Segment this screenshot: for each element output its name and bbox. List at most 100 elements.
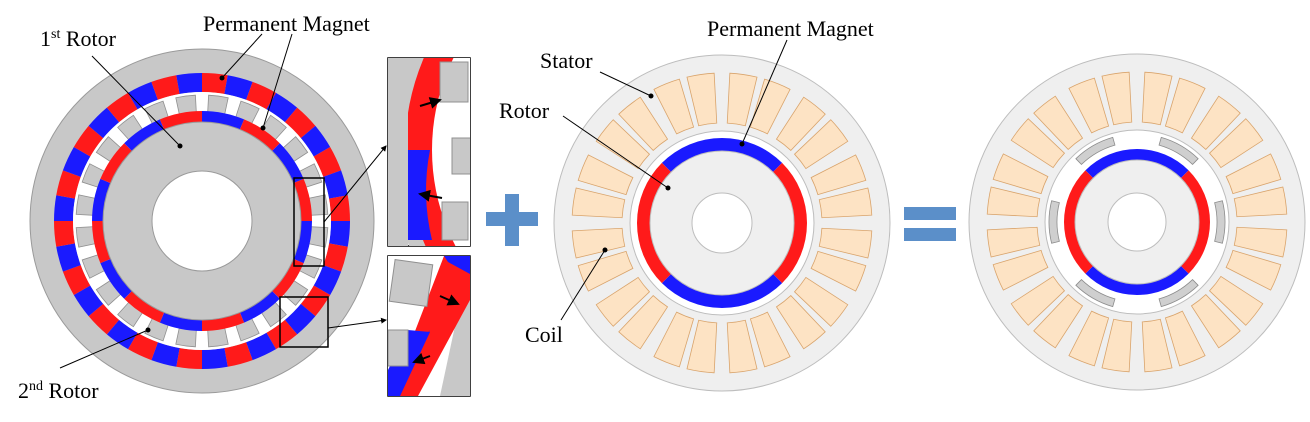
inner-magnet-segment: [92, 221, 111, 264]
coil-half: [793, 119, 849, 170]
coil-half: [686, 319, 718, 374]
single-rotor-machine: Stator Rotor Permanent Magnet Coil: [499, 16, 891, 392]
leader-pm-left-a: [221, 33, 263, 79]
coil-half: [793, 276, 849, 327]
leader-dot-pm-a: [219, 75, 225, 81]
plus-operator: [486, 194, 538, 246]
inner-magnet-segment: [92, 178, 111, 221]
leader-rotor1: [91, 55, 181, 147]
coil-half: [775, 96, 826, 152]
outer-magnet-ring: [54, 73, 350, 369]
leader-dot-stator: [648, 93, 654, 99]
outer-magnet-segment: [151, 75, 180, 100]
inner-magnet-segment: [159, 312, 202, 331]
inner-magnet-segment: [100, 258, 132, 299]
rotor-magnet-pole: [772, 162, 807, 284]
outer-magnet-segment: [323, 170, 348, 199]
coil-half: [1208, 118, 1264, 169]
inner-magnet-segment: [159, 111, 202, 130]
label-rotor: Rotor: [499, 98, 550, 123]
zoom-leader-upper: [323, 145, 387, 223]
outer-magnet-segment: [54, 221, 75, 247]
outer-magnet-segment: [284, 303, 316, 335]
inner-magnet-segment: [124, 119, 165, 151]
coil-half: [595, 119, 651, 170]
outer-magnet-segment: [224, 342, 253, 367]
rotor-magnet-pole: [1085, 265, 1189, 295]
leader-dot-rotor2: [145, 327, 151, 333]
leader-dot-pm-b: [260, 125, 266, 131]
coil-half: [1164, 77, 1206, 134]
inner-magnet-segment: [202, 312, 245, 331]
outer-magnet-segment: [300, 285, 331, 317]
leader-coil: [560, 249, 606, 321]
rotor-magnet-pole: [661, 273, 783, 308]
coil-half: [726, 319, 758, 374]
outer-magnet-segment: [266, 92, 298, 123]
dual-rotor-machine: 1st Rotor Permanent Magnet 2nd Rotor: [18, 11, 471, 403]
coil-half: [618, 96, 669, 152]
outer-magnet-segment: [266, 319, 298, 350]
outer-magnet-segment: [246, 81, 276, 110]
coil-half: [818, 187, 873, 219]
label-rotor2: 2nd Rotor: [18, 378, 99, 403]
zoom-panel-lower: [387, 255, 471, 397]
coil-half: [1141, 71, 1173, 126]
modulator-segment: [1075, 136, 1116, 166]
outer-magnet-segment: [176, 348, 202, 369]
modulator-segment: [1048, 200, 1060, 244]
coil-half: [571, 187, 626, 219]
shaft-hole: [151, 170, 253, 272]
leader-dot-coil: [602, 247, 608, 253]
rotor-magnets: [637, 138, 807, 308]
outer-magnet-segment: [176, 73, 202, 94]
coil-half: [1068, 77, 1110, 134]
coil-half: [1208, 275, 1264, 326]
coil-half: [571, 227, 626, 259]
leader-dot-rotor1: [177, 143, 183, 149]
coil-half: [1033, 293, 1084, 349]
label-pm-left: Permanent Magnet: [203, 11, 370, 36]
coil-half: [1033, 95, 1084, 151]
coil-half: [653, 311, 695, 368]
outer-magnet-segment: [284, 107, 316, 139]
leader-pm-mid: [741, 39, 788, 145]
coil-half: [1101, 318, 1133, 373]
coil-half: [810, 250, 867, 292]
shaft-right: [1107, 192, 1167, 252]
rotor-magnet-pole: [1064, 170, 1094, 274]
coil-half: [577, 154, 634, 196]
coils-right: [986, 71, 1288, 373]
zoom-leader-lower: [327, 317, 387, 329]
coil-half: [595, 276, 651, 327]
leader-stator: [599, 71, 652, 97]
outer-magnet-segment: [128, 81, 158, 110]
rotor-magnet-pole: [1180, 170, 1211, 274]
outer-magnet-segment: [106, 319, 138, 350]
coil-half: [686, 72, 718, 127]
coil-half: [992, 249, 1049, 291]
modulator-segment: [1158, 278, 1199, 308]
outer-magnet-segment: [73, 285, 104, 317]
label-pm-mid: Permanent Magnet: [707, 16, 874, 41]
outer-magnet-segment: [88, 303, 120, 335]
rotor-magnet-pole: [637, 162, 672, 284]
coil-half: [1101, 71, 1133, 126]
inner-magnet-ring: [92, 111, 312, 331]
coil-half: [986, 226, 1041, 258]
coil-half: [775, 294, 826, 350]
zoom-panel-upper: [387, 57, 471, 247]
coil-half: [749, 311, 791, 368]
outer-magnet-segment: [202, 348, 228, 369]
coil-half: [1233, 226, 1288, 258]
leader-dot-pm-mid: [739, 141, 745, 147]
coils: [571, 72, 873, 374]
combined-machine: [968, 53, 1306, 391]
outer-magnet-segment: [329, 221, 350, 247]
coil-half: [1225, 153, 1282, 195]
coil-half: [1141, 318, 1173, 373]
zoom-box-lower: [279, 296, 329, 348]
coil-half: [1164, 310, 1206, 367]
outer-magnet-segment: [56, 243, 81, 272]
shaft: [691, 192, 753, 254]
